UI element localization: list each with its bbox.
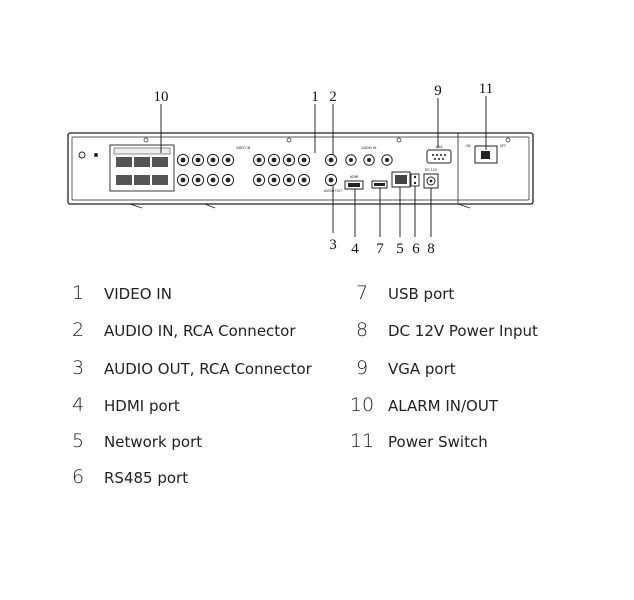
callout-2: 2 — [329, 89, 337, 105]
legend-label: AUDIO IN, RCA Connector — [104, 322, 296, 340]
hdmi-port-shape — [344, 180, 364, 190]
legend-number: 10 — [349, 394, 375, 416]
callout-5: 5 — [396, 241, 404, 257]
legend-item-4: 4 HDMI port — [56, 394, 180, 416]
legend-number: 9 — [355, 357, 369, 379]
legend-item-5: 5 Network port — [56, 430, 202, 452]
usb-port-shape — [371, 180, 388, 189]
legend-item-7: 7 USB port — [340, 282, 454, 304]
audio-connectors — [324, 153, 393, 187]
video-in-panel-label: VIDEO IN — [236, 146, 251, 150]
legend-item-3: 3 AUDIO OUT, RCA Connector — [56, 357, 312, 379]
rear-panel-diagram: VIDEO IN AUDIO IN AUDIO OUT HDMI DC 12V — [67, 81, 534, 257]
callout-leaders — [160, 96, 487, 237]
legend-item-2: 2 AUDIO IN, RCA Connector — [56, 319, 296, 341]
hdmi-panel-label: HDMI — [350, 175, 359, 179]
audio-in-panel-label: AUDIO IN — [362, 146, 377, 150]
legend-label: AUDIO OUT, RCA Connector — [104, 360, 312, 378]
legend-number: 8 — [355, 319, 369, 341]
vga-panel-label: VGA — [436, 145, 444, 149]
legend: 1 VIDEO IN 2 AUDIO IN, RCA Connector 3 A… — [0, 276, 634, 496]
callout-3: 3 — [329, 237, 337, 253]
legend-number: 11 — [349, 430, 375, 452]
callout-1: 1 — [311, 89, 319, 105]
callout-10: 10 — [154, 89, 169, 105]
legend-number: 4 — [71, 394, 85, 416]
legend-label: HDMI port — [104, 397, 180, 415]
chassis — [67, 132, 534, 209]
legend-label: RS485 port — [104, 469, 189, 487]
legend-item-10: 10 ALARM IN/OUT — [340, 394, 498, 416]
legend-item-11: 11 Power Switch — [340, 430, 488, 452]
callout-11: 11 — [479, 81, 493, 97]
video-in-connectors — [176, 153, 311, 187]
legend-number: 1 — [71, 282, 85, 304]
dc-panel-label: DC 12V — [425, 168, 438, 172]
alarm-terminal-block — [109, 144, 175, 192]
legend-label: VIDEO IN — [104, 285, 172, 303]
screw — [78, 137, 511, 159]
legend-number: 6 — [71, 466, 85, 488]
network-port-shape — [391, 171, 411, 188]
rs485-port-shape — [410, 173, 420, 187]
legend-number: 3 — [71, 357, 85, 379]
legend-item-8: 8 DC 12V Power Input — [340, 319, 538, 341]
dc-power-port-shape — [423, 173, 439, 189]
callout-4: 4 — [351, 241, 359, 257]
callout-8: 8 — [427, 241, 435, 257]
callout-9: 9 — [434, 83, 442, 99]
legend-label: Power Switch — [388, 433, 488, 451]
legend-label: DC 12V Power Input — [388, 322, 538, 340]
vga-port-shape — [426, 149, 452, 164]
on-panel-label: ON — [466, 144, 472, 148]
legend-number: 5 — [71, 430, 85, 452]
legend-number: 7 — [355, 282, 369, 304]
legend-number: 2 — [71, 319, 85, 341]
legend-label: VGA port — [388, 360, 456, 378]
legend-item-1: 1 VIDEO IN — [56, 282, 172, 304]
off-panel-label: OFF — [500, 144, 506, 148]
legend-label: Network port — [104, 433, 203, 451]
callout-6: 6 — [412, 241, 420, 257]
legend-label: ALARM IN/OUT — [388, 397, 499, 415]
legend-label: USB port — [388, 285, 455, 303]
callout-7: 7 — [376, 241, 384, 257]
legend-item-6: 6 RS485 port — [56, 466, 188, 488]
legend-item-9: 9 VGA port — [340, 357, 456, 379]
